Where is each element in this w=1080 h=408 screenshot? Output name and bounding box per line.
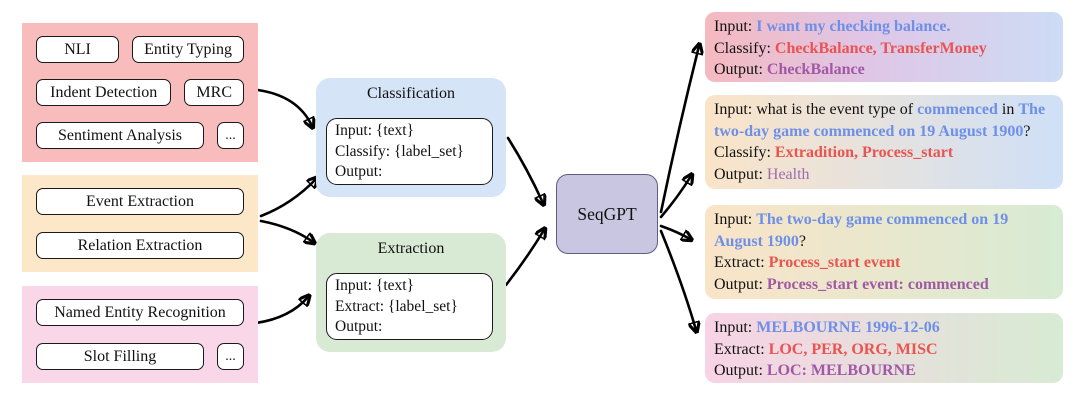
task-box: Event Extraction	[36, 188, 244, 215]
example-text-segment: commenced	[917, 101, 998, 118]
example-text-segment: ?	[1023, 122, 1031, 140]
task-box: Slot Filling	[36, 343, 204, 370]
example-text-segment: two-day game commenced on 19 August 1900	[714, 122, 1024, 140]
example-text-segment: The two-day game commenced on 19	[756, 211, 1009, 228]
prompt-template-line: Output:	[335, 163, 383, 180]
example-text-segment: Classify:	[714, 39, 775, 57]
prompt-template-line: Extract: {label_set}	[335, 297, 458, 315]
example-line: Input: what is the event type of commenc…	[714, 99, 1057, 121]
task-row: Event Extraction	[36, 188, 244, 215]
arrow-seqgpt-to-example-3	[659, 224, 690, 239]
arrow-seqgpt-to-example-2	[659, 176, 691, 219]
example-text-segment: Process_start event: commenced	[766, 275, 989, 293]
example-text-segment: CheckBalance, TransferMoney	[774, 39, 987, 57]
example-text-segment: I want my checking balance.	[756, 18, 951, 35]
task-box: Relation Extraction	[36, 232, 244, 259]
prompt-template-line: Classify: {label_set}	[335, 142, 464, 160]
example-text-segment: in	[997, 101, 1019, 118]
task-row: Indent Detection MRC	[36, 79, 244, 106]
example-text-segment: Health	[766, 165, 810, 183]
example-text-segment: MELBOURNE 1996-12-06	[756, 319, 940, 336]
arrow-hybrid-tasks-to-classification	[259, 179, 316, 218]
example-text-segment: Input: what is the event type of	[714, 101, 918, 118]
example-text-segment: Output:	[714, 61, 767, 78]
example-text-segment: August 1900	[714, 232, 799, 250]
example-line: Input: I want my checking balance.	[714, 16, 1057, 38]
prompt-card-title: Extraction	[377, 240, 445, 257]
example-card-classification-intent: Input: I want my checking balance.Classi…	[705, 12, 1063, 82]
task-box: Indent Detection	[36, 79, 172, 106]
example-line: August 1900?	[714, 231, 1057, 253]
example-line: Classify: CheckBalance, TransferMoney	[714, 38, 1057, 60]
example-text-segment: Input:	[714, 211, 757, 228]
arrow-extraction-tasks-to-extraction	[254, 297, 308, 325]
task-row: Slot Filling...	[36, 343, 244, 370]
task-row: Named Entity Recognition	[36, 299, 244, 326]
task-box: MRC	[184, 79, 244, 106]
example-text-segment: The	[1018, 101, 1046, 118]
arrow-seqgpt-to-example-4	[659, 229, 696, 330]
example-line: Output: Process_start event: commenced	[714, 274, 1057, 296]
task-box: Entity Typing	[132, 36, 244, 63]
example-line: Output: Health	[714, 164, 1057, 186]
example-text-segment: Input:	[714, 319, 757, 336]
example-text-segment: Extract:	[714, 340, 769, 358]
prompt-template-box: Input: {text} Classify: {label_set} Output…	[326, 118, 493, 185]
task-box: Named Entity Recognition	[36, 299, 244, 326]
example-text-segment: Extract:	[714, 254, 769, 271]
example-text-segment: LOC: MELBOURNE	[766, 362, 916, 379]
prompt-template-box: Input: {text} Extract: {label_set} Output:	[326, 273, 493, 340]
seqgpt-node: SeqGPT	[556, 174, 658, 254]
example-line: Output: LOC: MELBOURNE	[714, 360, 1057, 382]
seqgpt-label: SeqGPT	[577, 203, 637, 224]
example-text-segment: Input:	[714, 18, 757, 35]
task-row: Sentiment Analysis...	[36, 122, 244, 149]
example-text-segment: ?	[798, 232, 807, 250]
task-box: ...	[217, 122, 244, 149]
arrow-classification-to-seqgpt	[506, 136, 543, 203]
arrow-seqgpt-to-example-1	[659, 46, 699, 214]
example-line: Input: The two-day game commenced on 19	[714, 209, 1057, 231]
task-row: Relation Extraction	[36, 232, 244, 259]
example-line: Extract: LOC, PER, ORG, MISC	[714, 339, 1057, 361]
task-box: Sentiment Analysis	[36, 122, 204, 149]
example-line: Output: CheckBalance	[714, 59, 1057, 81]
example-text-segment: Process_start event	[768, 254, 901, 271]
arrow-hybrid-tasks-to-extraction	[259, 219, 313, 242]
example-text-segment: Extradition, Process_start	[774, 144, 954, 161]
prompt-card-title: Classification	[367, 85, 455, 102]
example-text-segment: CheckBalance	[766, 61, 865, 78]
example-line: two-day game commenced on 19 August 1900…	[714, 121, 1057, 143]
example-text-segment: LOC, PER, ORG, MISC	[768, 340, 938, 358]
prompt-template-line: Input: {text}	[335, 277, 415, 294]
task-box: NLI	[36, 36, 120, 63]
task-box: ...	[217, 343, 244, 370]
example-line: Input: MELBOURNE 1996-12-06	[714, 317, 1057, 339]
example-line: Classify: Extradition, Process_start	[714, 142, 1057, 164]
arrow-classification-tasks-to-classification	[256, 88, 312, 126]
example-text-segment: Output:	[714, 165, 767, 183]
task-row: NLI Entity Typing	[36, 36, 244, 63]
example-text-segment: Output:	[714, 362, 767, 379]
example-line: Extract: Process_start event	[714, 252, 1057, 274]
prompt-template-line: Input: {text}	[335, 122, 415, 139]
prompt-template-line: Output:	[335, 318, 383, 335]
example-text-segment: Output:	[714, 275, 767, 293]
example-card-event-typing: Input: what is the event type of commenc…	[705, 95, 1063, 189]
arrow-extraction-to-seqgpt	[504, 230, 544, 287]
example-text-segment: Classify:	[714, 144, 775, 161]
